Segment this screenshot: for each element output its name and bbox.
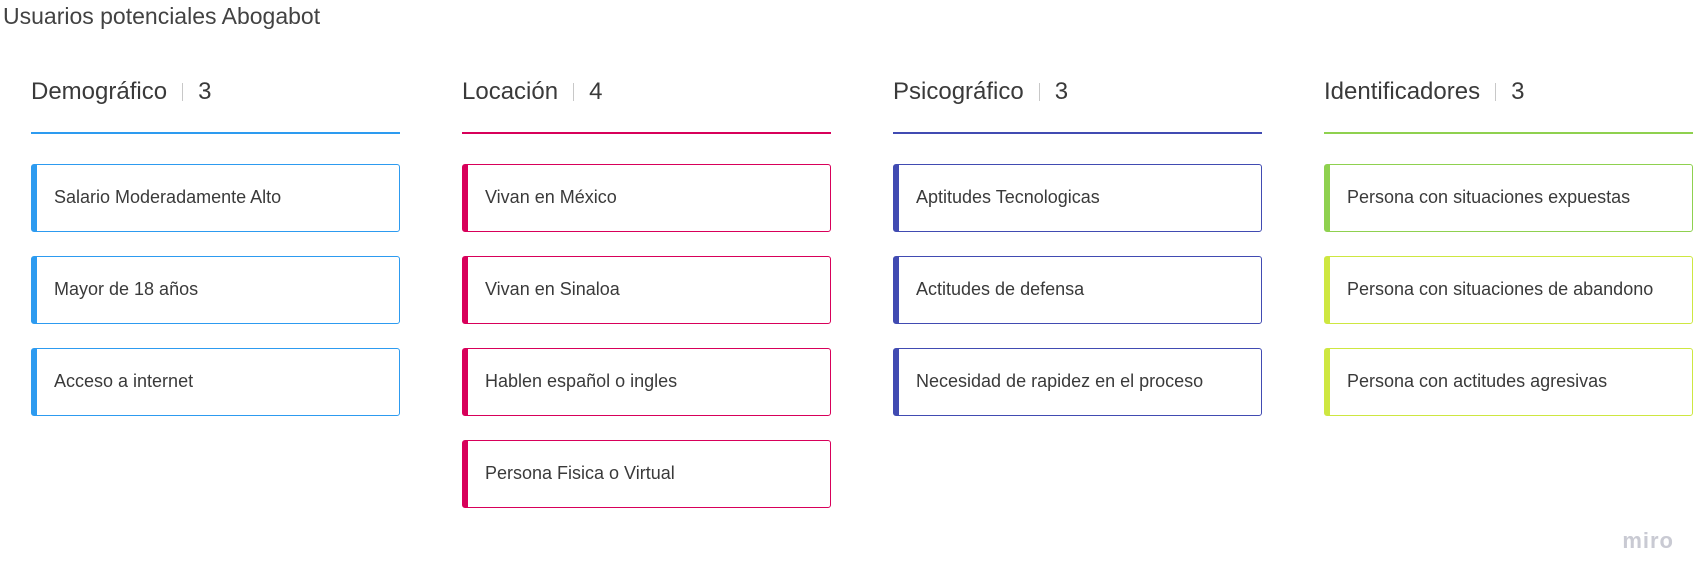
column-count: 3	[198, 78, 212, 105]
card[interactable]: Hablen español o ingles	[462, 348, 831, 416]
card[interactable]: Vivan en México	[462, 164, 831, 232]
column-rule	[893, 132, 1262, 134]
card[interactable]: Salario Moderadamente Alto	[31, 164, 400, 232]
divider	[1495, 83, 1497, 101]
column-title: Demográfico	[31, 78, 168, 105]
card[interactable]: Necesidad de rapidez en el proceso	[893, 348, 1262, 416]
column-demografico: Demográfico 3 Salario Moderadamente Alto…	[31, 76, 400, 416]
divider	[182, 83, 184, 101]
card[interactable]: Persona con situaciones de abandono	[1324, 256, 1693, 324]
card[interactable]: Persona con actitudes agresivas	[1324, 348, 1693, 416]
card[interactable]: Persona Fisica o Virtual	[462, 440, 831, 508]
card[interactable]: Mayor de 18 años	[31, 256, 400, 324]
miro-logo: miro	[1622, 528, 1674, 553]
column-header[interactable]: Identificadores 3	[1324, 76, 1693, 134]
column-count: 3	[1511, 78, 1525, 105]
column-locacion: Locación 4 Vivan en México Vivan en Sina…	[462, 76, 831, 508]
column-header[interactable]: Locación 4	[462, 76, 831, 134]
column-header[interactable]: Demográfico 3	[31, 76, 400, 134]
column-rule	[1324, 132, 1693, 134]
card[interactable]: Acceso a internet	[31, 348, 400, 416]
board-title: Usuarios potenciales Abogabot	[3, 3, 321, 29]
column-title: Psicográfico	[893, 78, 1024, 105]
card[interactable]: Vivan en Sinaloa	[462, 256, 831, 324]
column-psicografico: Psicográfico 3 Aptitudes Tecnologicas Ac…	[893, 76, 1262, 416]
column-identificadores: Identificadores 3 Persona con situacione…	[1324, 76, 1693, 416]
card[interactable]: Aptitudes Tecnologicas	[893, 164, 1262, 232]
divider	[573, 83, 575, 101]
card[interactable]: Actitudes de defensa	[893, 256, 1262, 324]
column-count: 3	[1054, 78, 1069, 105]
column-rule	[462, 132, 831, 134]
column-title: Identificadores	[1324, 78, 1481, 105]
card[interactable]: Persona con situaciones expuestas	[1324, 164, 1693, 232]
column-rule	[31, 132, 400, 134]
divider	[1038, 83, 1040, 101]
column-count: 4	[589, 78, 603, 105]
column-header[interactable]: Psicográfico 3	[893, 76, 1262, 134]
column-title: Locación	[462, 78, 559, 105]
